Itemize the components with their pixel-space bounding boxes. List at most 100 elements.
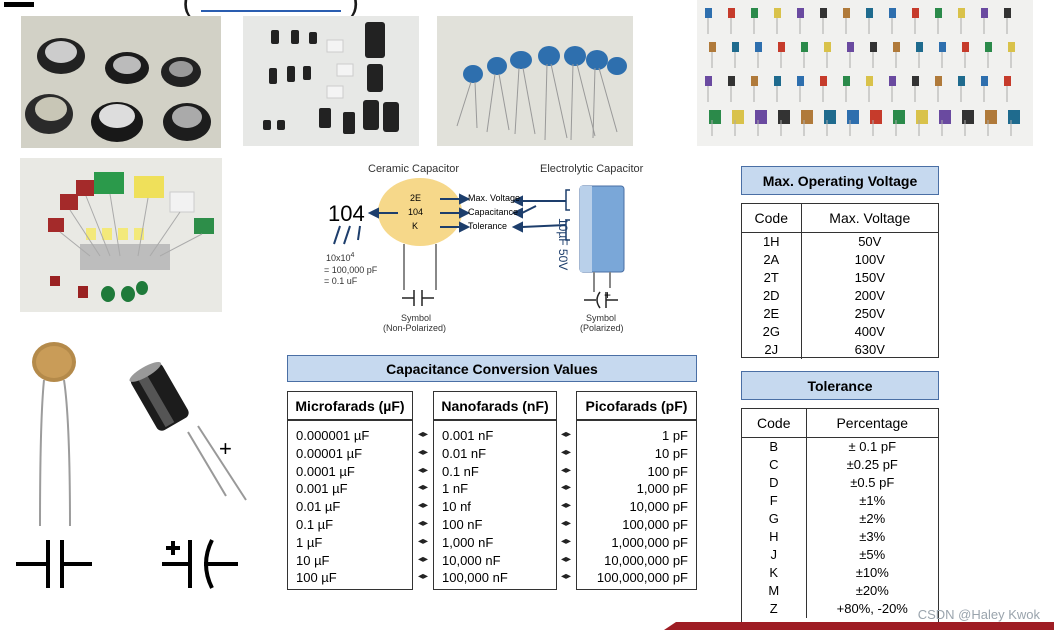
cell-value: 100V xyxy=(854,252,885,267)
conversion-value-nf: 10,000 nF xyxy=(442,552,501,568)
cell-value: ±10% xyxy=(855,565,889,580)
electrolytic-cap-photo xyxy=(128,360,258,510)
cap-code-k: K xyxy=(412,221,419,231)
conversion-head-nf: Nanofarads (nF) xyxy=(433,391,557,420)
photo-electrolytic-caps xyxy=(243,16,419,146)
conversion-arrows-2: ◂▸◂▸◂▸◂▸◂▸◂▸◂▸◂▸◂▸ xyxy=(556,426,576,586)
label-max-voltage: Max. Voltage xyxy=(468,193,521,203)
cell-value: ±20% xyxy=(855,583,889,598)
cell-value: 250V xyxy=(854,306,885,321)
cell-code: K xyxy=(742,564,807,582)
cell-code: C xyxy=(742,456,807,474)
conversion-head-pf: Picofarads (pF) xyxy=(576,391,697,420)
label-capacitance: Capacitance xyxy=(468,207,519,217)
conversion-title: Capacitance Conversion Values xyxy=(287,355,697,382)
voltage-table-title: Max. Operating Voltage xyxy=(741,166,939,195)
cell-value: ±0.25 pF xyxy=(846,457,898,472)
cap-code-104: 104 xyxy=(408,207,424,217)
ceramic-capacitor-title: Ceramic Capacitor xyxy=(368,163,460,175)
symbol-right-sub: (Polarized) xyxy=(580,323,624,333)
table-row: F±1% xyxy=(742,492,938,510)
conversion-value-uf: 0.0001 µF xyxy=(296,463,355,479)
cell-code: B xyxy=(742,437,807,456)
conversion-value-uf: 0.000001 µF xyxy=(296,428,370,443)
accent-red-bar xyxy=(664,622,1054,630)
table-row: D±0.5 pF xyxy=(742,474,938,492)
polarized-symbol-icon xyxy=(160,536,240,592)
cell-value: ±3% xyxy=(859,529,886,544)
double-arrow-icon: ◂▸ xyxy=(417,517,429,529)
symbol-left-label: Symbol xyxy=(401,313,432,323)
conversion-value-nf: 0.1 nF xyxy=(442,463,479,479)
label-tolerance: Tolerance xyxy=(468,221,508,231)
double-arrow-icon: ◂▸ xyxy=(560,429,572,440)
double-arrow-icon: ◂▸ xyxy=(560,571,572,583)
symbol-right-label: Symbol xyxy=(586,313,617,323)
symbol-plus-sign: + xyxy=(604,288,612,302)
cell-code: Z xyxy=(742,600,807,618)
conversion-value-nf: 0.001 nF xyxy=(442,428,494,443)
cell-code: M xyxy=(742,582,807,600)
cell-code: 2A xyxy=(742,251,802,269)
conversion-value-pf: 1,000 pF xyxy=(636,481,688,497)
table-row: 2E 250V xyxy=(742,305,938,323)
title-paren: ( xyxy=(182,0,193,19)
calc-line-1: 10x104 xyxy=(326,252,355,263)
table-row: B± 0.1 pF xyxy=(742,437,938,456)
cell-value: 400V xyxy=(854,324,885,339)
conversion-value-nf: 100,000 nF xyxy=(442,570,508,586)
symbol-left-sub: (Non-Polarized) xyxy=(383,323,447,333)
cell-code: 2G xyxy=(742,323,802,341)
conversion-head-uf: Microfarads (µF) xyxy=(287,391,413,420)
conversion-value-pf: 10 pF xyxy=(654,445,688,461)
conversion-value-uf: 10 µF xyxy=(296,552,330,568)
double-arrow-icon: ◂▸ xyxy=(417,553,429,565)
conversion-arrows-1: ◂▸◂▸◂▸◂▸◂▸◂▸◂▸◂▸◂▸ xyxy=(413,426,433,586)
conversion-value-pf: 10,000,000 pF xyxy=(604,552,688,568)
conversion-value-nf: 1 nF xyxy=(442,481,469,497)
conversion-value-pf: 100 pF xyxy=(647,463,688,479)
double-arrow-icon: ◂▸ xyxy=(560,446,572,458)
table-row: M ±20% xyxy=(742,582,938,600)
conversion-value-uf: 1 µF xyxy=(296,534,323,550)
tolerance-table-title: Tolerance xyxy=(741,371,939,400)
photo-supercapacitors xyxy=(21,16,221,148)
double-arrow-icon: ◂▸ xyxy=(417,571,429,583)
photo-assorted-caps xyxy=(697,0,1033,146)
title-link[interactable] xyxy=(200,0,341,12)
double-arrow-icon: ◂▸ xyxy=(417,429,429,440)
electrolytic-capacitor-title: Electrolytic Capacitor xyxy=(540,163,644,175)
table-row: J±5% xyxy=(742,546,938,564)
double-arrow-icon: ◂▸ xyxy=(417,482,429,494)
conversion-value-uf: 100 µF xyxy=(296,570,337,586)
non-polarized-symbol-icon xyxy=(14,536,94,592)
table-row: K ±10% xyxy=(742,564,938,582)
double-arrow-icon: ◂▸ xyxy=(560,500,572,512)
voltage-col-code: Code xyxy=(742,204,802,233)
double-arrow-icon: ◂▸ xyxy=(560,553,572,565)
cell-code: 2D xyxy=(742,287,802,305)
calc-line-3: = 0.1 uF xyxy=(324,276,358,286)
cell-value: 630V xyxy=(854,342,885,357)
double-arrow-icon: ◂▸ xyxy=(560,535,572,547)
double-arrow-icon: ◂▸ xyxy=(560,482,572,494)
table-row: 2A 100V xyxy=(742,251,938,269)
code-104-big: 104 xyxy=(328,201,365,226)
watermark: CSDN @Haley Kwok xyxy=(917,607,1040,622)
tolerance-col-code: Code xyxy=(742,409,807,438)
ceramic-capacitor-diagram xyxy=(318,176,658,336)
cell-code: 2E xyxy=(742,305,802,323)
calc-line-2: = 100,000 pF xyxy=(324,265,378,275)
table-row: H ±3% xyxy=(742,528,938,546)
conversion-value-pf: 100,000 pF xyxy=(622,516,688,532)
cell-code: H xyxy=(742,528,807,546)
cell-code: G xyxy=(742,510,807,528)
conversion-value-pf: 10,000 pF xyxy=(629,499,688,515)
